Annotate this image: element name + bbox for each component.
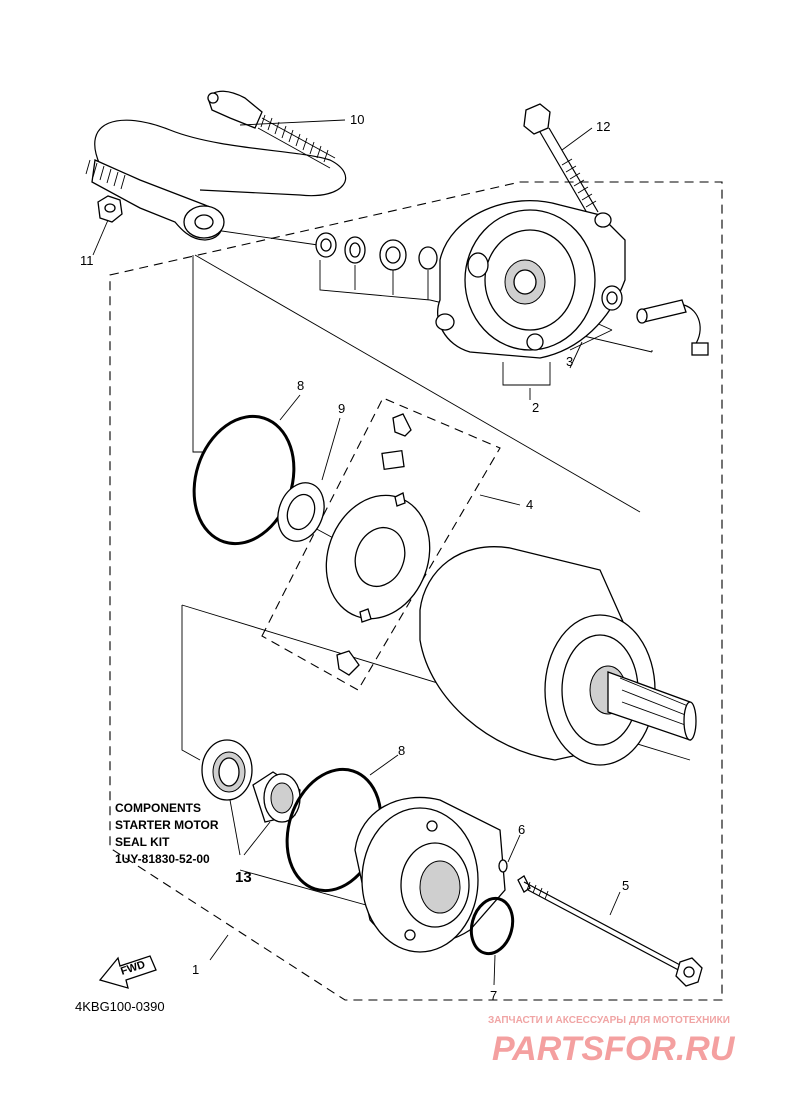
callout-13: 13 [235,869,252,886]
callout-7: 7 [490,988,497,1003]
callout-4: 4 [526,497,533,512]
washer-part-9 [277,482,325,542]
brush-holder-dashed-outline [261,397,501,691]
nut-part-11 [97,195,123,223]
callout-2: 2 [532,400,539,415]
watermark-tagline: ЗАПЧАСТИ И АКСЕССУАРЫ ДЛЯ МОТОТЕХНИКИ [488,1015,730,1026]
callout-3: 3 [566,354,573,369]
callout-11: 11 [80,253,94,268]
callout-8-lower: 8 [398,743,405,758]
starter-cable [85,90,347,241]
long-bolt-part-5 [517,875,703,987]
callout-10: 10 [350,112,364,127]
seal-kit-line-3: SEAL KIT [115,835,170,849]
small-o-ring [498,859,508,873]
callout-1: 1 [192,962,199,977]
seal-kit-line-4: 1UY-81830-52-00 [115,852,210,866]
yoke-housing [419,546,697,766]
callout-9: 9 [338,401,345,416]
brush-plate [325,413,431,676]
seal-kit-line-1: COMPONENTS [115,801,201,815]
diagram-code: 4KBG100-0390 [75,999,165,1014]
callout-5: 5 [622,878,629,893]
bolt-part-12 [523,103,599,219]
o-ring-part-7 [469,896,515,956]
seal-kit-line-2: STARTER MOTOR [115,818,219,832]
callout-12: 12 [596,119,610,134]
rear-cover [435,200,626,359]
cable-threads-bottom [85,159,126,190]
terminal-wire [636,299,709,356]
watermark: ЗАПЧАСТИ И АКСЕССУАРЫ ДЛЯ МОТОТЕХНИКИ PA… [488,1015,736,1068]
leader-lines [92,119,621,986]
oil-seal [201,739,253,801]
front-cover-washers [315,232,438,271]
callout-6: 6 [518,822,525,837]
front-cover [354,796,506,953]
assembly-dashed-outline [109,181,723,1001]
callout-8-upper: 8 [297,378,304,393]
needle-bearing [252,771,301,823]
seal-kit-label: COMPONENTS STARTER MOTOR SEAL KIT 1UY-81… [115,801,219,866]
watermark-brand: PARTSFOR.RU [492,1030,736,1068]
fwd-arrow-icon: FWD [98,955,157,989]
